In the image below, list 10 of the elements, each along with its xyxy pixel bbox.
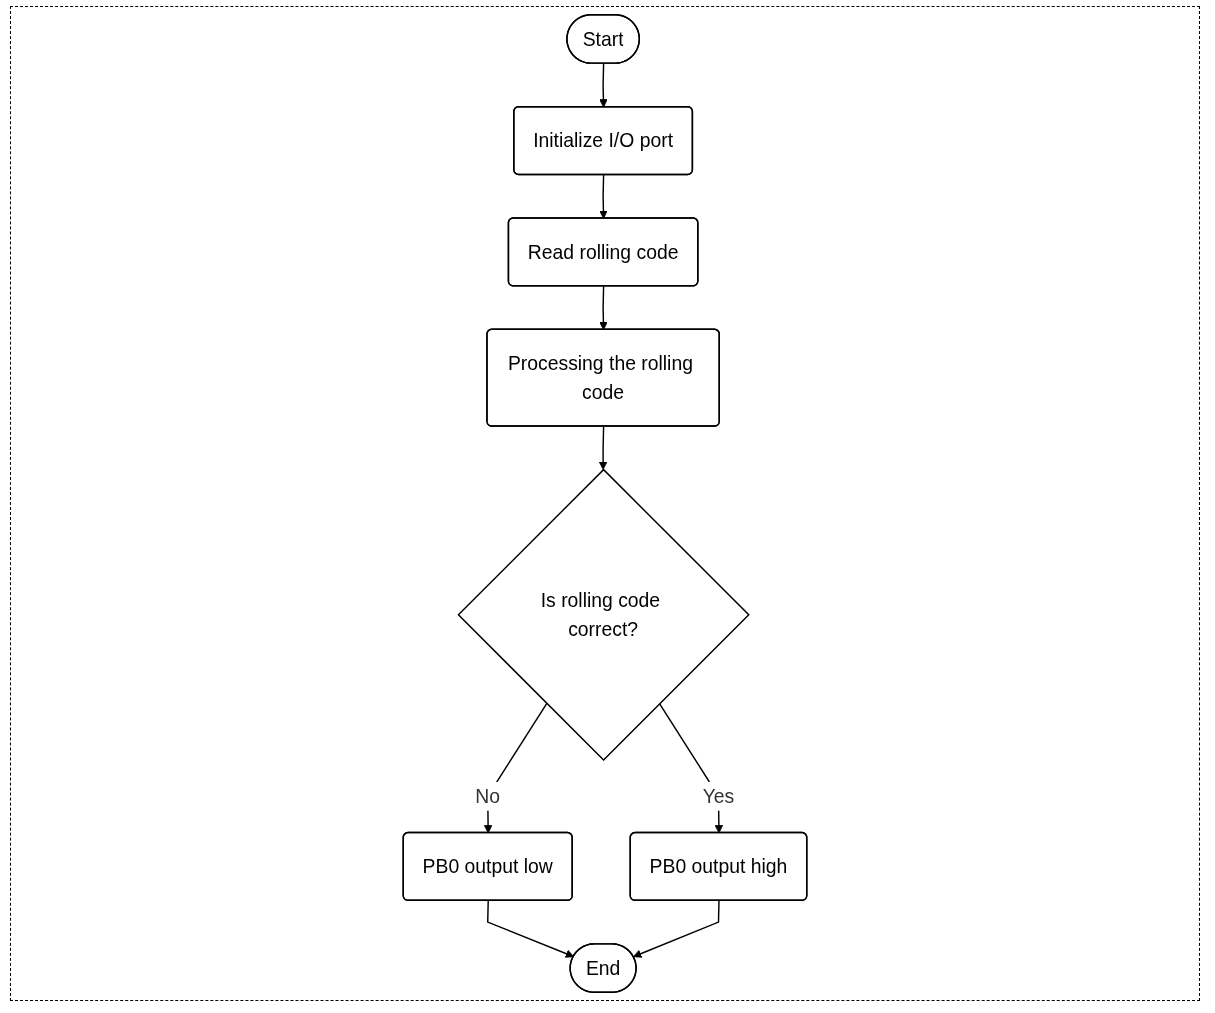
edge-label: No (475, 785, 501, 807)
node-diamond (457, 468, 750, 761)
arrow (599, 285, 608, 331)
arrow (598, 425, 608, 470)
dashed-frame: No Yes Start Initialize I/O port Read rolling code Processing the rolling code Is rolling code correct? PB0 output low PB0 output high End (10, 6, 1200, 1001)
arrow (633, 900, 720, 958)
arrow (599, 62, 608, 108)
edge-label: Yes (702, 785, 735, 807)
arrow (487, 900, 575, 958)
arrow (599, 174, 608, 219)
